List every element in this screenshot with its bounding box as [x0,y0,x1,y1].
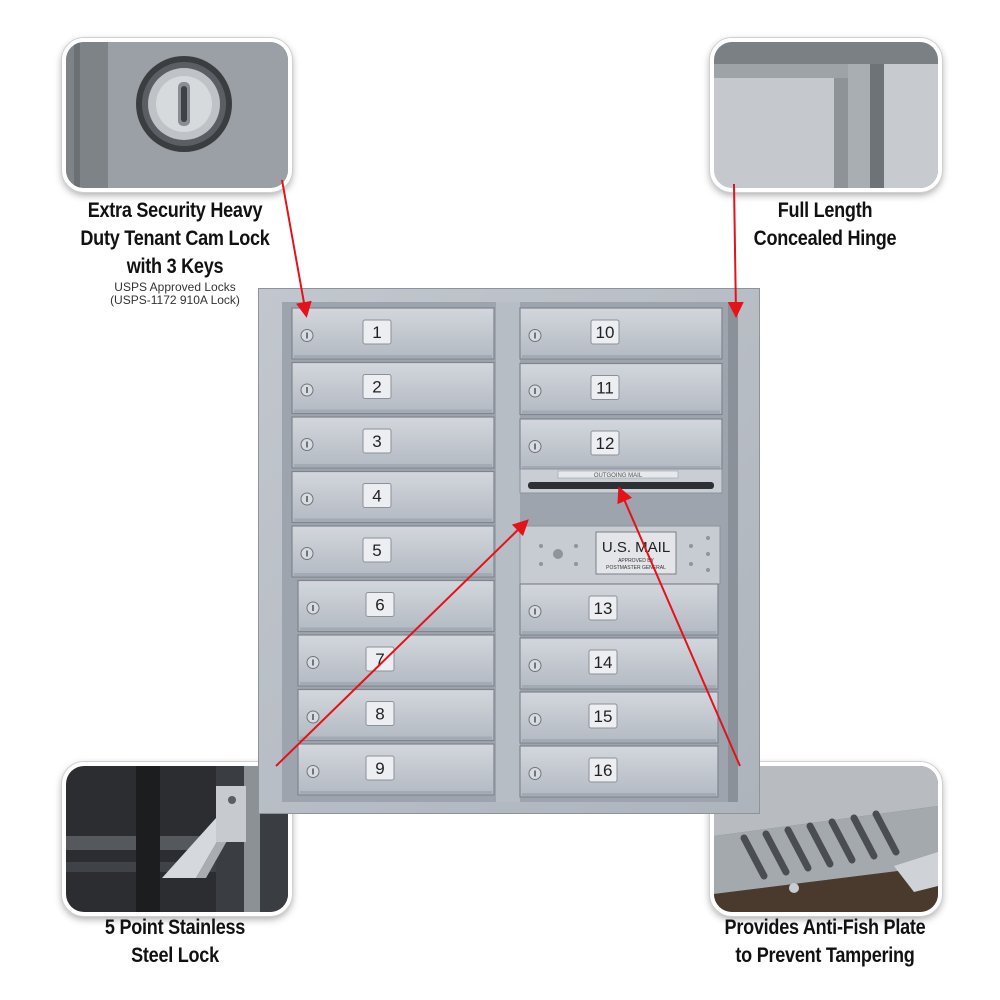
door-number: 5 [372,541,381,560]
door-number: 8 [375,705,384,724]
cam-lock-sub-1: USPS Approved Locks [114,280,236,294]
cam-lock-callout: Extra Security Heavy Duty Tenant Cam Loc… [40,197,310,307]
door-number-plate [362,319,392,345]
hinge-title-1: Full Length [777,199,873,222]
hinge-title-2: Concealed Hinge [753,227,897,250]
door-lock-icon[interactable] [528,767,542,780]
cam-lock-title-2: Duty Tenant Cam Lock [80,227,270,250]
door-number-plate [362,483,392,508]
mailbox-door[interactable]: 1 [291,307,495,360]
door-number: 14 [594,653,613,672]
mailbox-door[interactable]: 2 [291,361,495,415]
hinge-thumbnail [710,38,942,192]
mailbox-door[interactable]: 8 [297,688,495,742]
door-number: 7 [375,650,384,669]
cam-lock-sub-2: (USPS-1172 910A Lock) [110,293,240,307]
door-number-plate [588,703,618,729]
anti-fish-callout: Provides Anti-Fish Plate to Prevent Tamp… [680,914,970,970]
steel-lock-title-1: 5 Point Stainless [104,916,246,939]
right-top-door-column: 10 11 12 [519,307,723,471]
mailbox-door[interactable]: 9 [297,743,495,796]
mailbox-door[interactable]: 12 [519,418,723,471]
door-lock-icon[interactable] [528,605,542,618]
door-lock-icon[interactable] [300,547,314,560]
anti-fish-thumbnail [710,762,942,916]
door-number-plate [588,595,618,621]
door-lock-icon[interactable] [306,710,320,724]
mailbox-door[interactable]: 15 [519,691,719,744]
door-number: 16 [594,761,613,780]
door-number-plate [362,374,392,399]
door-number: 13 [594,599,613,618]
door-number: 9 [375,759,384,778]
hinge-strip [728,302,738,802]
mailbox-door[interactable]: 6 [297,579,495,633]
door-number-plate [362,428,392,454]
door-lock-icon[interactable] [528,440,542,453]
door-number-plate [588,649,618,675]
steel-lock-image [66,766,288,912]
door-number-plate [590,430,620,456]
door-number: 12 [596,434,615,453]
plate-panel: U.S. MAIL APPROVED BY POSTMASTER GENERAL [519,525,721,585]
mailbox-door[interactable]: 14 [519,637,719,690]
door-number: 15 [594,707,613,726]
mailbox-door[interactable]: 11 [519,362,723,416]
door-number: 11 [596,379,614,398]
mailbox-door[interactable]: 16 [519,745,719,798]
anti-fish-title-2: to Prevent Tampering [735,944,915,967]
door-number: 3 [372,432,381,451]
door-lock-icon[interactable] [528,329,542,342]
cam-lock-thumbnail [62,38,292,192]
door-lock-icon[interactable] [306,601,320,615]
cam-lock-title-1: Extra Security Heavy [87,199,263,222]
door-lock-icon[interactable] [306,765,320,778]
door-lock-icon[interactable] [300,383,314,397]
door-number-plate [590,375,620,400]
door-lock-icon[interactable] [528,713,542,726]
cam-lock-title-3: with 3 Keys [126,255,224,278]
door-lock-icon[interactable] [306,656,320,669]
mailbox-door[interactable]: 13 [519,583,719,636]
anti-fish-image [714,766,938,912]
mailbox-door[interactable]: 3 [291,416,495,469]
door-lock-icon[interactable] [300,329,314,342]
plate-line-2: POSTMASTER GENERAL [606,565,666,571]
door-number: 4 [372,487,381,506]
door-lock-icon[interactable] [300,438,314,451]
door-number: 10 [596,323,615,342]
steel-lock-callout: 5 Point Stainless Steel Lock [40,914,310,970]
hinge-image [714,42,938,188]
slot-label: OUTGOING MAIL [594,473,643,479]
door-number: 1 [372,323,381,342]
cam-lock-image [66,42,288,188]
door-lock-icon[interactable] [528,384,542,398]
door-number: 2 [372,378,381,397]
door-lock-icon[interactable] [300,492,314,506]
plate-line-1: APPROVED BY [618,558,655,564]
door-number-plate [588,757,618,783]
steel-lock-title-2: Steel Lock [131,944,219,967]
mailbox-door[interactable]: 4 [291,470,495,524]
outgoing-slot[interactable]: OUTGOING MAIL [519,468,723,494]
mailbox-door[interactable]: 10 [519,307,723,360]
door-number: 6 [375,596,384,615]
door-lock-icon[interactable] [528,659,542,672]
door-number-plate [590,319,620,345]
mailbox-door[interactable]: 5 [291,525,495,578]
plate-title: U.S. MAIL [602,539,670,556]
anti-fish-title-1: Provides Anti-Fish Plate [724,916,926,939]
left-door-column: 1 2 3 4 5 6 7 8 9 [291,307,495,796]
hinge-callout: Full Length Concealed Hinge [690,197,960,253]
mailbox-door[interactable]: 7 [297,634,495,687]
center-divider [496,302,520,802]
